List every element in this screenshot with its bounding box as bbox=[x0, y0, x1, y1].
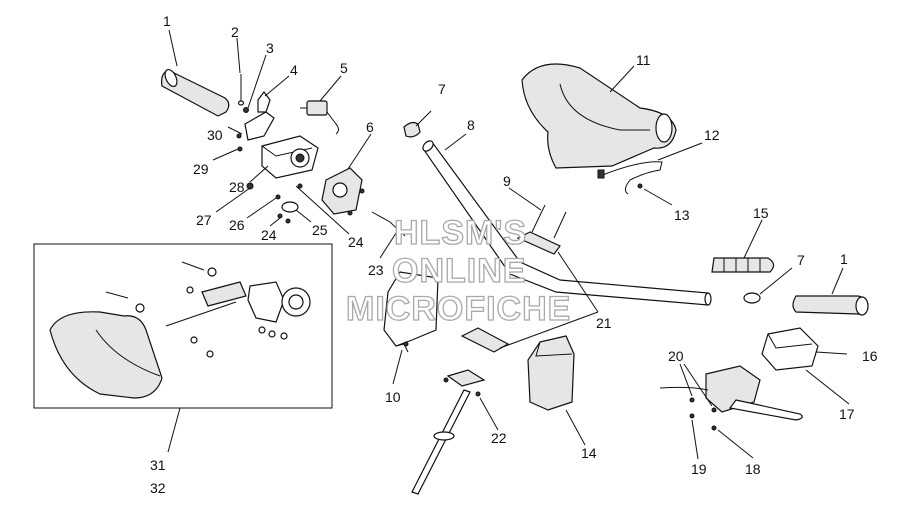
callout-18: 18 bbox=[745, 461, 761, 477]
callout-16: 16 bbox=[862, 348, 878, 364]
cable bbox=[371, 211, 406, 237]
callout-26: 26 bbox=[229, 217, 245, 233]
callout-28: 28 bbox=[229, 179, 245, 195]
callout-23: 23 bbox=[368, 262, 384, 278]
screw bbox=[711, 425, 717, 431]
callout-1-right: 1 bbox=[840, 251, 848, 267]
screw bbox=[637, 183, 643, 189]
wire-harness bbox=[597, 161, 663, 195]
callout-7-top: 7 bbox=[438, 81, 446, 97]
upper-clamp bbox=[516, 231, 561, 255]
lower-clamp bbox=[460, 327, 510, 353]
callout-15: 15 bbox=[753, 205, 769, 221]
washer bbox=[243, 107, 249, 113]
lower-cover bbox=[383, 271, 439, 353]
reservoir-cover bbox=[527, 335, 575, 411]
callout-4: 4 bbox=[290, 62, 298, 78]
callout-27: 27 bbox=[196, 212, 212, 228]
callout-8: 8 bbox=[467, 117, 475, 133]
clamp-bolts bbox=[531, 204, 567, 239]
screw bbox=[689, 413, 695, 419]
pin bbox=[237, 74, 245, 106]
cap bbox=[281, 201, 299, 213]
throttle-lever bbox=[244, 91, 275, 141]
callout-19: 19 bbox=[691, 461, 707, 477]
callout-17: 17 bbox=[839, 406, 855, 422]
callout-5: 5 bbox=[340, 60, 348, 76]
callout-1-left: 1 bbox=[163, 13, 171, 29]
callout-24-left: 24 bbox=[261, 227, 277, 243]
callout-29: 29 bbox=[193, 161, 209, 177]
steering-post bbox=[411, 369, 486, 495]
screw bbox=[277, 213, 283, 219]
watermark-line-3: MICROFICHE bbox=[346, 290, 571, 328]
right-grip bbox=[792, 295, 869, 316]
callout-30: 30 bbox=[207, 127, 223, 143]
master-cylinder bbox=[659, 365, 803, 421]
inset-kit bbox=[33, 243, 333, 409]
callout-32: 32 bbox=[150, 480, 166, 496]
callout-12: 12 bbox=[704, 127, 720, 143]
callout-11: 11 bbox=[636, 52, 651, 68]
nut bbox=[246, 182, 254, 190]
handlebar-pad bbox=[521, 63, 677, 169]
callout-24-right: 24 bbox=[348, 234, 364, 250]
callout-3: 3 bbox=[266, 40, 274, 56]
screw bbox=[237, 146, 243, 152]
callout-14: 14 bbox=[581, 445, 597, 461]
end-plug bbox=[403, 121, 421, 138]
callout-21: 21 bbox=[596, 315, 612, 331]
screw bbox=[689, 397, 695, 403]
left-grip bbox=[161, 68, 230, 117]
callout-22: 22 bbox=[491, 430, 507, 446]
screw bbox=[285, 218, 291, 224]
watermark-line-2: ONLINE bbox=[392, 252, 526, 290]
callout-25: 25 bbox=[312, 222, 328, 238]
screw bbox=[236, 133, 242, 139]
callout-6: 6 bbox=[366, 119, 374, 135]
handlebar bbox=[422, 140, 712, 306]
screw bbox=[275, 194, 281, 200]
callout-10: 10 bbox=[385, 389, 401, 405]
switch-housing bbox=[261, 135, 319, 179]
callout-31: 31 bbox=[150, 457, 166, 473]
watermark-line-1: HLSM'S bbox=[394, 214, 527, 252]
callout-13: 13 bbox=[674, 207, 690, 223]
right-grip-inner bbox=[711, 257, 775, 273]
callout-9: 9 bbox=[503, 173, 511, 189]
end-plug-right bbox=[743, 292, 761, 304]
callout-2: 2 bbox=[231, 24, 239, 40]
screw bbox=[297, 183, 303, 189]
watermark: HLSM'S ONLINE MICROFICHE bbox=[345, 213, 571, 328]
callouts: 1 2 3 4 5 6 7 8 9 10 11 12 13 14 15 16 1… bbox=[150, 13, 878, 496]
connector bbox=[300, 100, 339, 135]
screw bbox=[711, 407, 717, 413]
callout-20: 20 bbox=[668, 348, 684, 364]
master-cylinder-cover bbox=[761, 327, 819, 371]
switch-bracket bbox=[321, 167, 365, 216]
callout-7-right: 7 bbox=[797, 252, 805, 268]
leader-lines bbox=[165, 29, 850, 460]
